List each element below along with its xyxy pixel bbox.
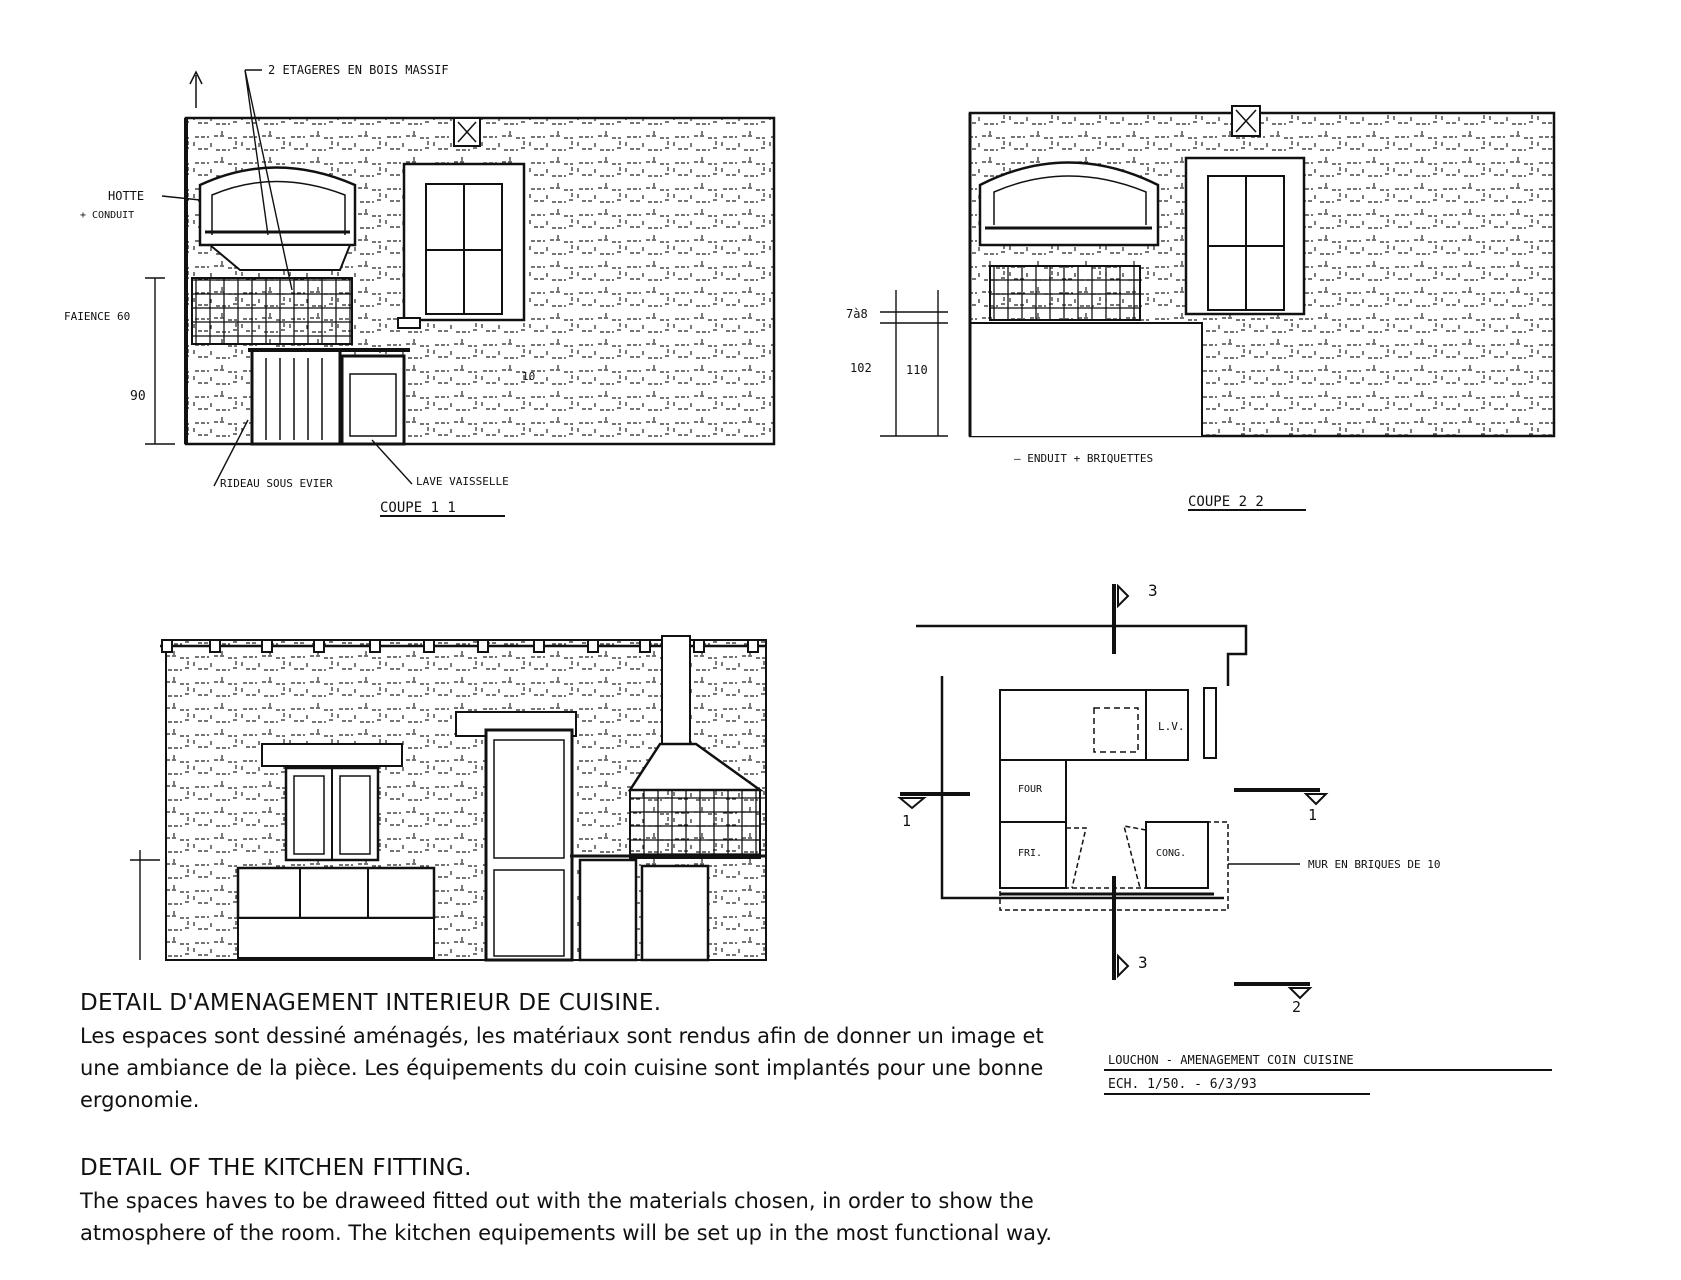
- caption-english-heading: DETAIL OF THE KITCHEN FITTING.: [80, 1155, 472, 1181]
- label-etageres: 2 ETAGERES EN BOIS MASSIF: [268, 63, 449, 77]
- title-block-line2: ECH. 1/50. - 6/3/93: [1108, 1077, 1257, 1092]
- label-dim-90: 90: [130, 389, 146, 404]
- marker-1-right: 1: [1308, 806, 1317, 824]
- tile-splashback: [191, 277, 353, 345]
- section-coupe-1: 2 ETAGERES EN BOIS MASSIF HOTTE + CONDUI…: [64, 63, 776, 517]
- plan-fridge: [999, 821, 1067, 889]
- marker-2: 2: [1292, 998, 1301, 1016]
- title-coupe-1: COUPE 1_1: [380, 500, 456, 516]
- label-faience: FAIENCE 60: [64, 310, 130, 323]
- hood-arch-2: [978, 161, 1160, 247]
- section-elevation: [130, 635, 767, 962]
- caption-english: DETAIL OF THE KITCHEN FITTING. The space…: [80, 1155, 1060, 1249]
- sink-curtain-unit: [250, 348, 342, 446]
- hood-arch: [198, 166, 357, 247]
- marker-1-left: 1: [902, 812, 911, 830]
- label-four: FOUR: [1018, 784, 1043, 795]
- label-lave-vaisselle: LAVE VAISSELLE: [416, 475, 509, 488]
- caption-french-body: Les espaces sont dessiné aménagés, les m…: [80, 1024, 1044, 1112]
- roof-beams: [161, 639, 759, 653]
- caption-french: DETAIL D'AMENAGEMENT INTERIEUR DE CUISIN…: [80, 990, 1060, 1116]
- label-dim-110: 110: [906, 363, 928, 377]
- title-block-line1: LOUCHON - AMENAGEMENT COIN CUISINE: [1108, 1053, 1354, 1067]
- label-conduit: + CONDUIT: [80, 210, 134, 221]
- plan-wall-top: [916, 624, 1248, 686]
- bench: [236, 866, 436, 920]
- label-rideau: RIDEAU SOUS EVIER: [220, 477, 333, 490]
- label-cong: CONG.: [1156, 848, 1186, 859]
- door: [484, 728, 574, 962]
- tile-splashback-2: [989, 265, 1141, 321]
- label-mur: MUR EN BRIQUES DE 10: [1308, 858, 1440, 871]
- marker-3-top: 3: [1148, 581, 1158, 600]
- caption-english-body: The spaces haves to be draweed fitted ou…: [80, 1189, 1053, 1245]
- section-plan: 3 3 1 1 2 L.V. FOUR FRI. CONG. MUR EN BR…: [897, 581, 1552, 1095]
- label-lv: L.V.: [1158, 720, 1185, 733]
- elevation-tiles: [629, 789, 761, 859]
- label-dim-102: 102: [850, 361, 872, 375]
- section-coupe-2: 7à8 102 110 — ENDUIT + BRIQUETTES COUPE …: [846, 105, 1556, 511]
- label-hotte: HOTTE: [108, 189, 144, 203]
- plan-wall-left: [940, 676, 1224, 900]
- label-enduit: — ENDUIT + BRIQUETTES: [1014, 452, 1153, 465]
- marker-3-bottom: 3: [1138, 953, 1148, 972]
- caption-french-heading: DETAIL D'AMENAGEMENT INTERIEUR DE CUISIN…: [80, 990, 662, 1016]
- label-dim-top: 7à8: [846, 307, 868, 321]
- label-dim-10: 10: [522, 370, 535, 383]
- dishwasher-unit: [340, 354, 406, 446]
- title-coupe-2: COUPE 2_2: [1188, 494, 1264, 510]
- label-fri: FRI.: [1018, 848, 1042, 859]
